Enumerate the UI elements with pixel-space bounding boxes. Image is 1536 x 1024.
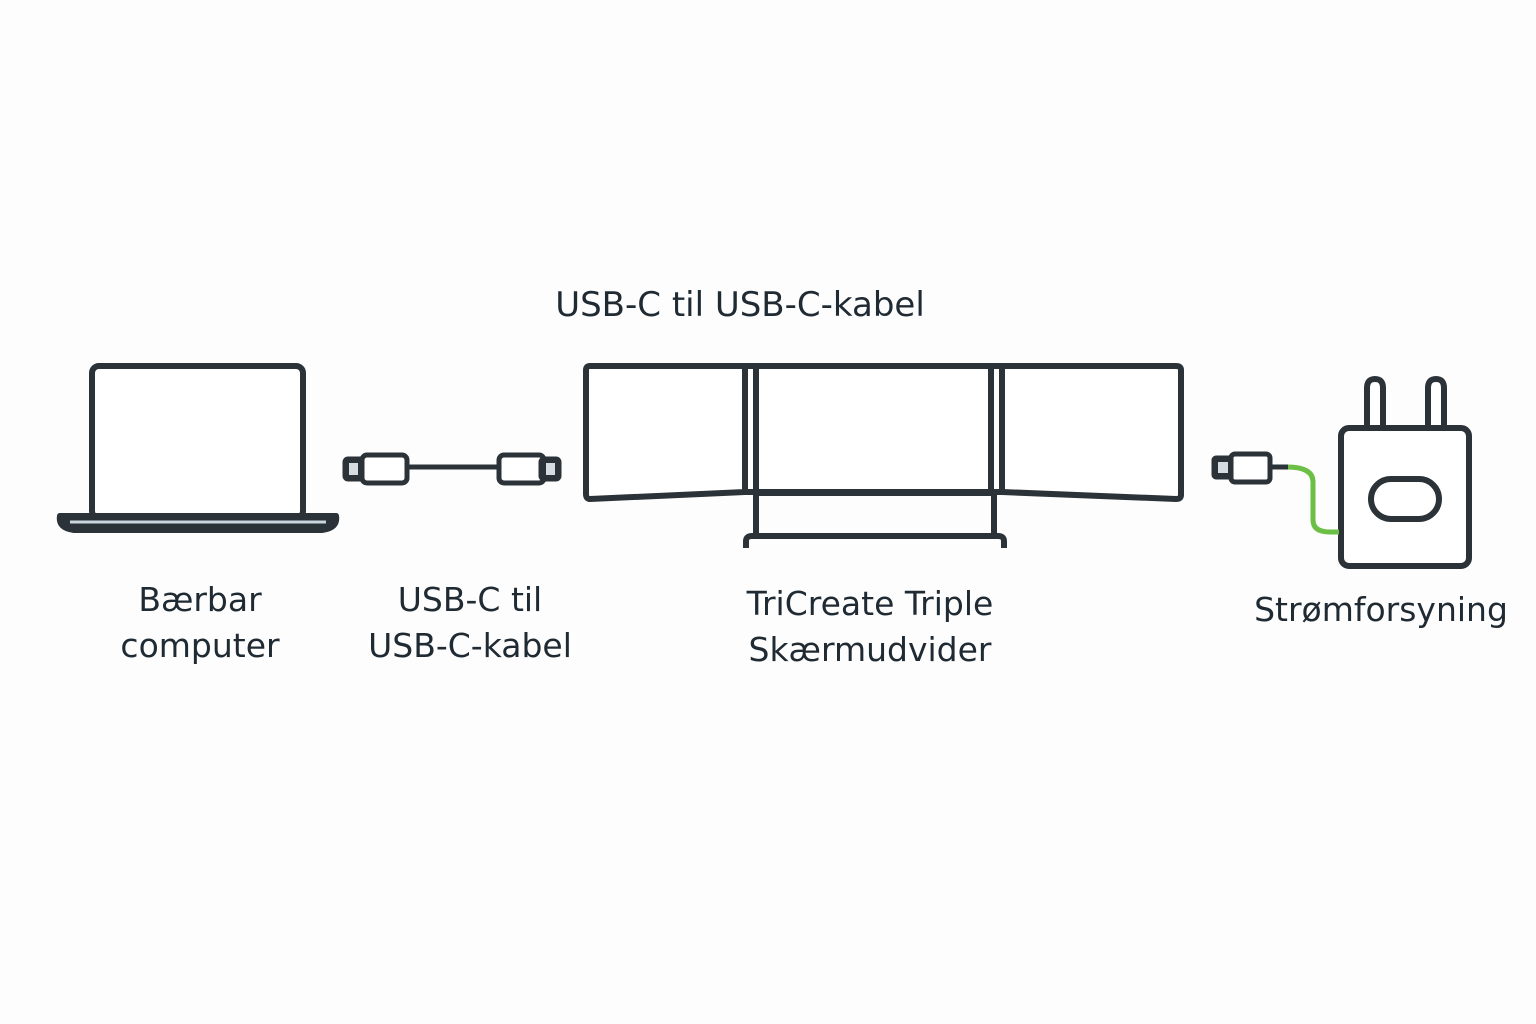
diagram-title: USB-C til USB-C-kabel: [555, 285, 925, 325]
power-label-line-1: Strømforsyning: [1254, 590, 1508, 629]
laptop-label-line-1: Bærbar: [138, 580, 262, 619]
extender-label-line-1: TriCreate Triple: [746, 584, 994, 623]
extender-label-line-2: Skærmudvider: [748, 630, 992, 669]
laptop-label-line-2: computer: [120, 626, 280, 665]
power-adapter-icon: [1211, 376, 1472, 569]
power-label: Strømforsyning: [1236, 587, 1526, 633]
cable-label-line-1: USB-C til: [397, 580, 543, 619]
usb-c-cable-icon: [342, 452, 562, 486]
cable-label: USB-C til USB-C-kabel: [340, 577, 600, 669]
laptop-label: Bærbar computer: [80, 577, 320, 669]
laptop-icon: [56, 363, 340, 533]
triple-monitor-icon: [583, 363, 1184, 548]
extender-label: TriCreate Triple Skærmudvider: [700, 581, 1040, 673]
cable-label-line-2: USB-C-kabel: [368, 626, 572, 665]
